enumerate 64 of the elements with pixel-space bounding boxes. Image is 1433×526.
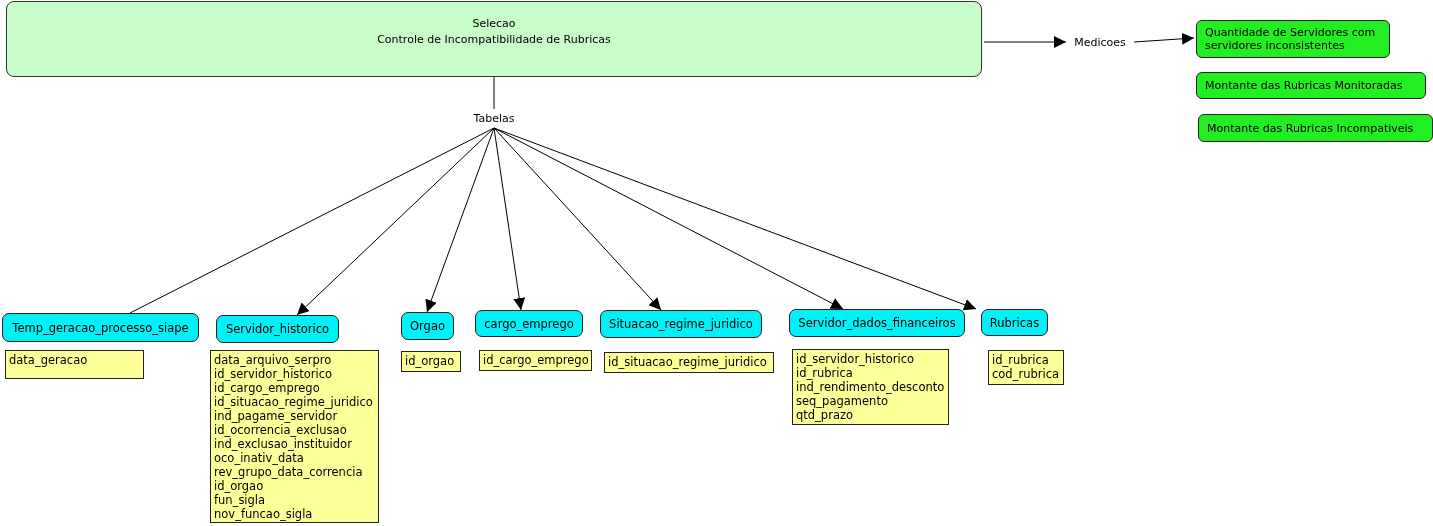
- table-box: [401, 312, 454, 340]
- arrow: [493, 127, 977, 311]
- measure-label: Montante das Rubricas Monitoradas: [1205, 79, 1403, 92]
- field-list-box: [210, 350, 379, 523]
- arrow: [1133, 32, 1195, 45]
- table-name: Orgao: [410, 319, 445, 333]
- connector-line: [493, 76, 495, 110]
- linking-phrase-text: Medicoes: [1074, 35, 1126, 49]
- arrow: [493, 127, 844, 310]
- field-name: id_situacao_regime_juridico: [214, 395, 373, 409]
- table-box: [216, 315, 339, 343]
- arrow: [425, 127, 495, 313]
- field-name: oco_inativ_data: [214, 451, 304, 465]
- field-list-box: [604, 352, 774, 373]
- field-name: fun_sigla: [214, 493, 266, 507]
- box-text: Selecao: [472, 16, 516, 32]
- field-list-box: [988, 350, 1064, 385]
- field-name: id_ocorrencia_exclusao: [214, 423, 347, 437]
- field-list-box: [792, 349, 949, 425]
- field-name: id_orgao: [405, 354, 455, 368]
- field-name: id_cargo_emprego: [483, 353, 589, 367]
- measure-box: [1196, 20, 1390, 58]
- field-name: data_arquivo_serpro: [214, 353, 332, 367]
- process-box: [6, 1, 982, 77]
- table-name: cargo_emprego: [484, 316, 574, 331]
- table-name: Situacao_regime_juridico: [609, 317, 753, 331]
- field-list-box: [401, 351, 461, 372]
- box-text: Controle de Incompatibilidade de Rubricas: [377, 32, 611, 48]
- table-name: Servidor_historico: [225, 322, 330, 336]
- table-name: Rubricas: [989, 315, 1040, 330]
- table-box: [2, 313, 199, 342]
- field-name: id_cargo_emprego: [214, 381, 320, 395]
- table-box: [981, 309, 1048, 336]
- field-name: ind_exclusao_instituidor: [214, 437, 352, 451]
- linking-phrase-text: Tabelas: [473, 111, 515, 125]
- field-list-box: [5, 350, 144, 379]
- field-name: ind_pagame_servidor: [214, 409, 338, 423]
- table-box: [475, 310, 583, 337]
- field-name: id_rubrica: [992, 353, 1049, 367]
- field-name: id_servidor_historico: [796, 352, 915, 366]
- connector-line: [129, 127, 495, 314]
- field-name: seq_pagamento: [796, 394, 888, 408]
- table-box: [789, 309, 965, 337]
- arrow: [296, 127, 495, 316]
- field-name: id_servidor_historico: [214, 367, 333, 381]
- arrow: [493, 127, 526, 311]
- table-name: Temp_geracao_processo_siape: [12, 320, 189, 335]
- field-name: id_situacao_regime_juridico: [608, 355, 767, 369]
- measure-label: Quantidade de Servidores com servidores inconsistentes: [1205, 26, 1377, 52]
- field-name: nov_funcao_sigla: [214, 507, 313, 521]
- measure-box: [1198, 114, 1433, 142]
- table-name: Servidor_dados_financeiros: [798, 316, 956, 330]
- field-name: rev_grupo_data_correncia: [214, 465, 363, 479]
- measure-label: Montante das Rubricas Incompativeis: [1207, 121, 1414, 135]
- field-name: data_geracao: [9, 353, 88, 367]
- arrow: [493, 127, 662, 311]
- measure-box: [1196, 72, 1426, 99]
- field-name: ind_rendimento_desconto: [796, 380, 945, 394]
- field-name: qtd_prazo: [796, 408, 853, 422]
- field-name: id_orgao: [214, 479, 264, 493]
- arrow: [983, 36, 1067, 48]
- field-name: id_rubrica: [796, 366, 853, 380]
- table-box: [600, 310, 762, 338]
- field-name: cod_rubrica: [992, 367, 1060, 381]
